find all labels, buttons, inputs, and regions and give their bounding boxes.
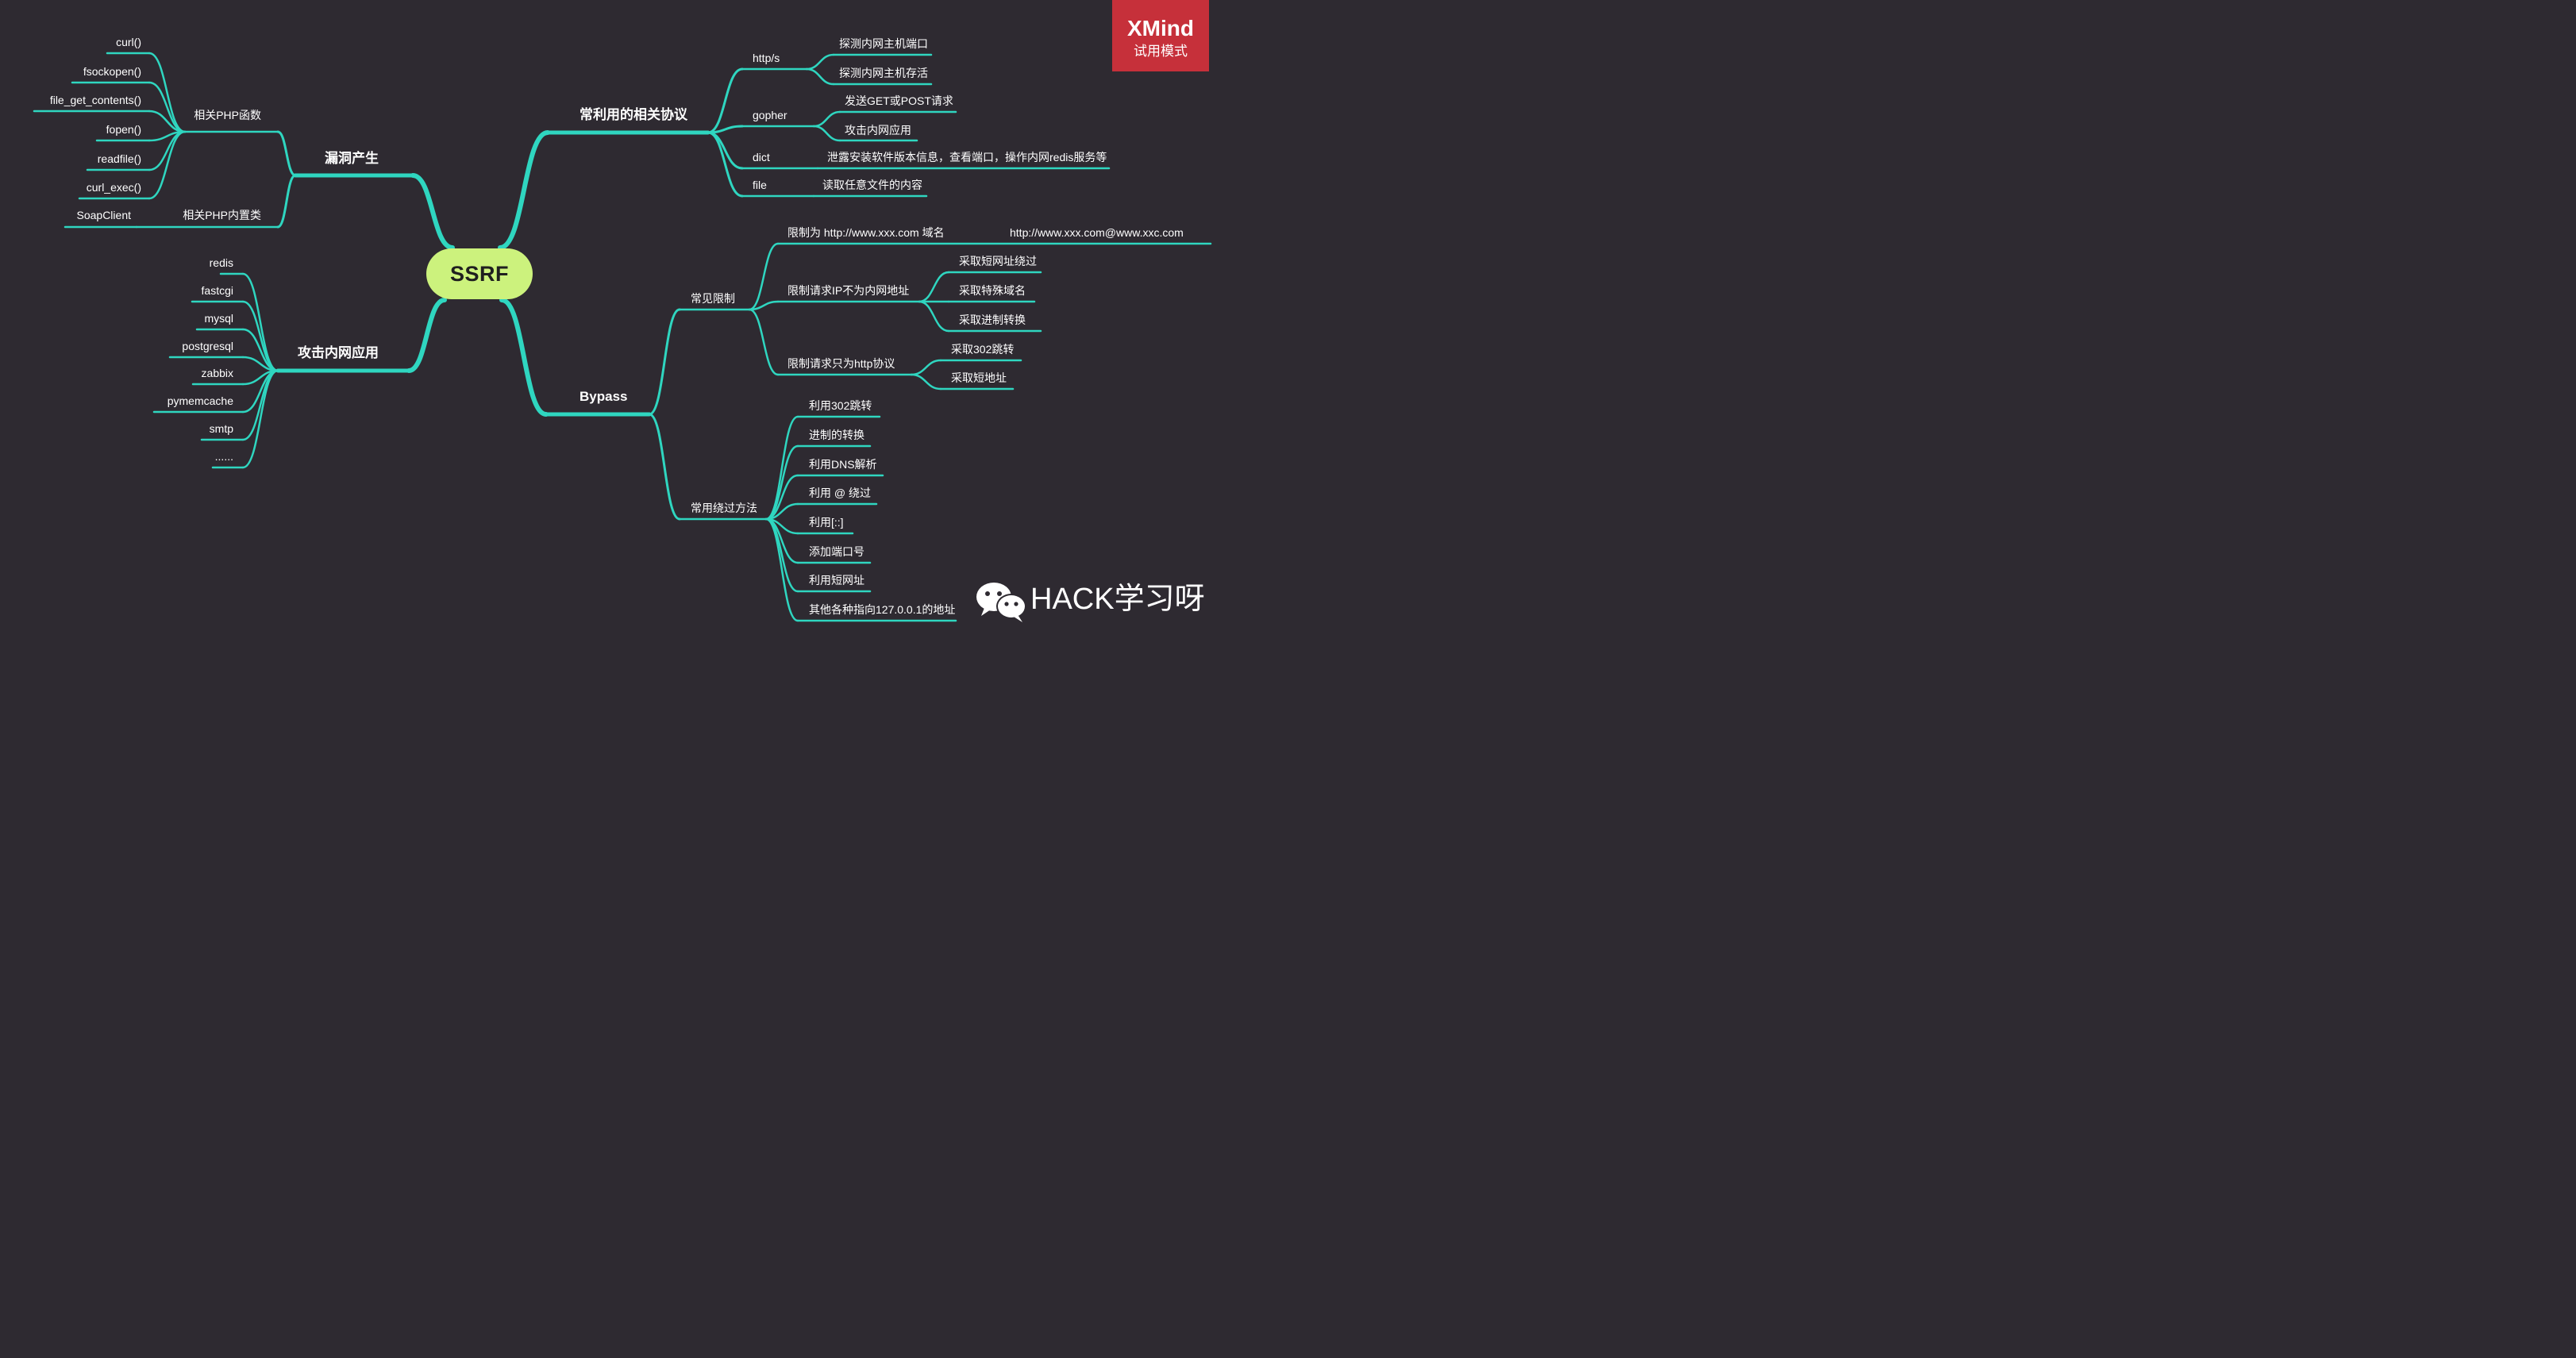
topic-bypass[interactable]: Bypass bbox=[580, 389, 628, 404]
leaf-bypass-technique[interactable]: 采取302跳转 bbox=[951, 343, 1015, 356]
leaf-bypass-technique[interactable]: http://www.xxx.com@www.xxc.com bbox=[1010, 226, 1184, 239]
root-topic[interactable]: SSRF bbox=[426, 248, 533, 299]
leaf-bypass-method[interactable]: 利用 @ 绕过 bbox=[809, 487, 871, 499]
connector-curve bbox=[410, 173, 455, 250]
wechat-logo-icon bbox=[976, 583, 1026, 622]
connector-curve bbox=[910, 373, 942, 390]
connector-curve bbox=[241, 369, 279, 441]
topic-limit-ip[interactable]: 限制请求IP不为内网地址 bbox=[787, 284, 910, 297]
connector-curve bbox=[805, 53, 835, 71]
connector-curve bbox=[812, 125, 841, 142]
xmind-trial-badge: XMind 试用模式 bbox=[1112, 0, 1209, 71]
connector-curve bbox=[918, 300, 950, 333]
connector-curve bbox=[764, 517, 799, 622]
connector-curve bbox=[498, 130, 550, 250]
connector-curve bbox=[276, 174, 297, 229]
connector-curve bbox=[748, 308, 780, 376]
leaf-protocol-usage[interactable]: 攻击内网应用 bbox=[845, 124, 911, 137]
topic-common-limits[interactable]: 常见限制 bbox=[691, 292, 735, 305]
leaf-php-class[interactable]: SoapClient bbox=[76, 209, 132, 221]
connector-curve bbox=[148, 52, 187, 133]
connector-curve bbox=[499, 298, 549, 417]
connector-curve bbox=[707, 131, 744, 198]
leaf-attack-target[interactable]: pymemcache bbox=[167, 394, 233, 407]
connector-curve bbox=[748, 300, 780, 311]
connector-curve bbox=[812, 110, 841, 128]
topic-limit-domain[interactable]: 限制为 http://www.xxx.com 域名 bbox=[787, 226, 945, 239]
branch-connectors bbox=[33, 52, 1212, 622]
topic-php-classes[interactable]: 相关PHP内置类 bbox=[183, 209, 261, 221]
leaf-attack-target[interactable]: mysql bbox=[204, 312, 233, 325]
leaf-bypass-technique[interactable]: 采取进制转换 bbox=[959, 314, 1026, 326]
leaf-protocol-usage[interactable]: 读取任意文件的内容 bbox=[822, 179, 922, 191]
watermark-text: HACK学习呀 bbox=[1030, 583, 1205, 616]
connector-curve bbox=[707, 67, 744, 134]
leaf-bypass-method[interactable]: 其他各种指向127.0.0.1的地址 bbox=[809, 603, 956, 616]
connector-curve bbox=[805, 67, 835, 86]
connector-curve bbox=[241, 369, 279, 469]
leaf-attack-target[interactable]: postgresql bbox=[182, 340, 233, 352]
topic-protocol-http[interactable]: http/s bbox=[753, 52, 780, 64]
leaf-bypass-method[interactable]: 利用[::] bbox=[809, 516, 844, 529]
topic-protocols[interactable]: 常利用的相关协议 bbox=[580, 107, 687, 122]
leaf-php-function[interactable]: readfile() bbox=[97, 152, 141, 165]
connector-curve bbox=[406, 298, 447, 373]
connector-curve bbox=[764, 444, 799, 521]
leaf-bypass-method[interactable]: 进制的转换 bbox=[809, 429, 864, 441]
topic-limit-http-only[interactable]: 限制请求只为http协议 bbox=[787, 357, 895, 370]
leaf-php-function[interactable]: file_get_contents() bbox=[49, 94, 141, 106]
connector-curve bbox=[241, 300, 279, 372]
connector-curve bbox=[648, 413, 681, 521]
connector-curve bbox=[276, 130, 297, 177]
leaf-bypass-method[interactable]: 利用302跳转 bbox=[809, 399, 872, 412]
topic-vuln[interactable]: 漏洞产生 bbox=[325, 151, 379, 166]
topic-protocol-gopher[interactable]: gopher bbox=[753, 109, 787, 121]
leaf-attack-target[interactable]: smtp bbox=[209, 422, 233, 435]
topic-attack[interactable]: 攻击内网应用 bbox=[298, 345, 379, 360]
leaf-php-function[interactable]: curl() bbox=[116, 36, 141, 48]
leaf-bypass-technique[interactable]: 采取短地址 bbox=[951, 371, 1007, 384]
topic-protocol-file[interactable]: file bbox=[753, 179, 767, 191]
connector-curve bbox=[764, 517, 799, 593]
leaf-attack-target[interactable]: fastcgi bbox=[201, 284, 233, 297]
connector-curve bbox=[748, 242, 780, 311]
leaf-protocol-usage[interactable]: 探测内网主机存活 bbox=[839, 67, 928, 79]
leaf-attack-target[interactable]: redis bbox=[209, 256, 233, 269]
leaf-protocol-usage[interactable]: 泄露安装软件版本信息，查看端口，操作内网redis服务等 bbox=[827, 151, 1107, 163]
mind-map-canvas: SSRF 漏洞产生 相关PHP函数 curl() fsockopen() fil… bbox=[0, 0, 1245, 656]
leaf-protocol-usage[interactable]: 探测内网主机端口 bbox=[839, 37, 928, 50]
connector-curve bbox=[148, 130, 187, 200]
leaf-php-function[interactable]: fopen() bbox=[106, 123, 141, 136]
badge-brand: XMind bbox=[1127, 16, 1194, 40]
leaf-bypass-technique[interactable]: 采取短网址绕过 bbox=[959, 255, 1037, 267]
leaf-bypass-method[interactable]: 利用DNS解析 bbox=[809, 458, 877, 471]
connector-curve bbox=[910, 359, 942, 376]
topic-protocol-dict[interactable]: dict bbox=[753, 151, 770, 163]
leaf-php-function[interactable]: fsockopen() bbox=[83, 65, 141, 78]
connector-curve bbox=[648, 308, 681, 416]
leaf-protocol-usage[interactable]: 发送GET或POST请求 bbox=[845, 94, 953, 107]
topic-php-functions[interactable]: 相关PHP函数 bbox=[194, 109, 261, 121]
leaf-attack-target[interactable]: zabbix bbox=[201, 367, 233, 379]
connector-curve bbox=[241, 272, 279, 372]
badge-mode: 试用模式 bbox=[1134, 44, 1188, 59]
leaf-php-function[interactable]: curl_exec() bbox=[86, 181, 141, 194]
leaf-attack-target[interactable]: ...... bbox=[214, 450, 233, 463]
topic-bypass-methods[interactable]: 常用绕过方法 bbox=[691, 502, 757, 514]
leaf-bypass-technique[interactable]: 采取特殊域名 bbox=[959, 284, 1026, 297]
leaf-bypass-method[interactable]: 添加端口号 bbox=[809, 545, 864, 558]
connector-curve bbox=[918, 271, 950, 303]
leaf-bypass-method[interactable]: 利用短网址 bbox=[809, 574, 864, 587]
